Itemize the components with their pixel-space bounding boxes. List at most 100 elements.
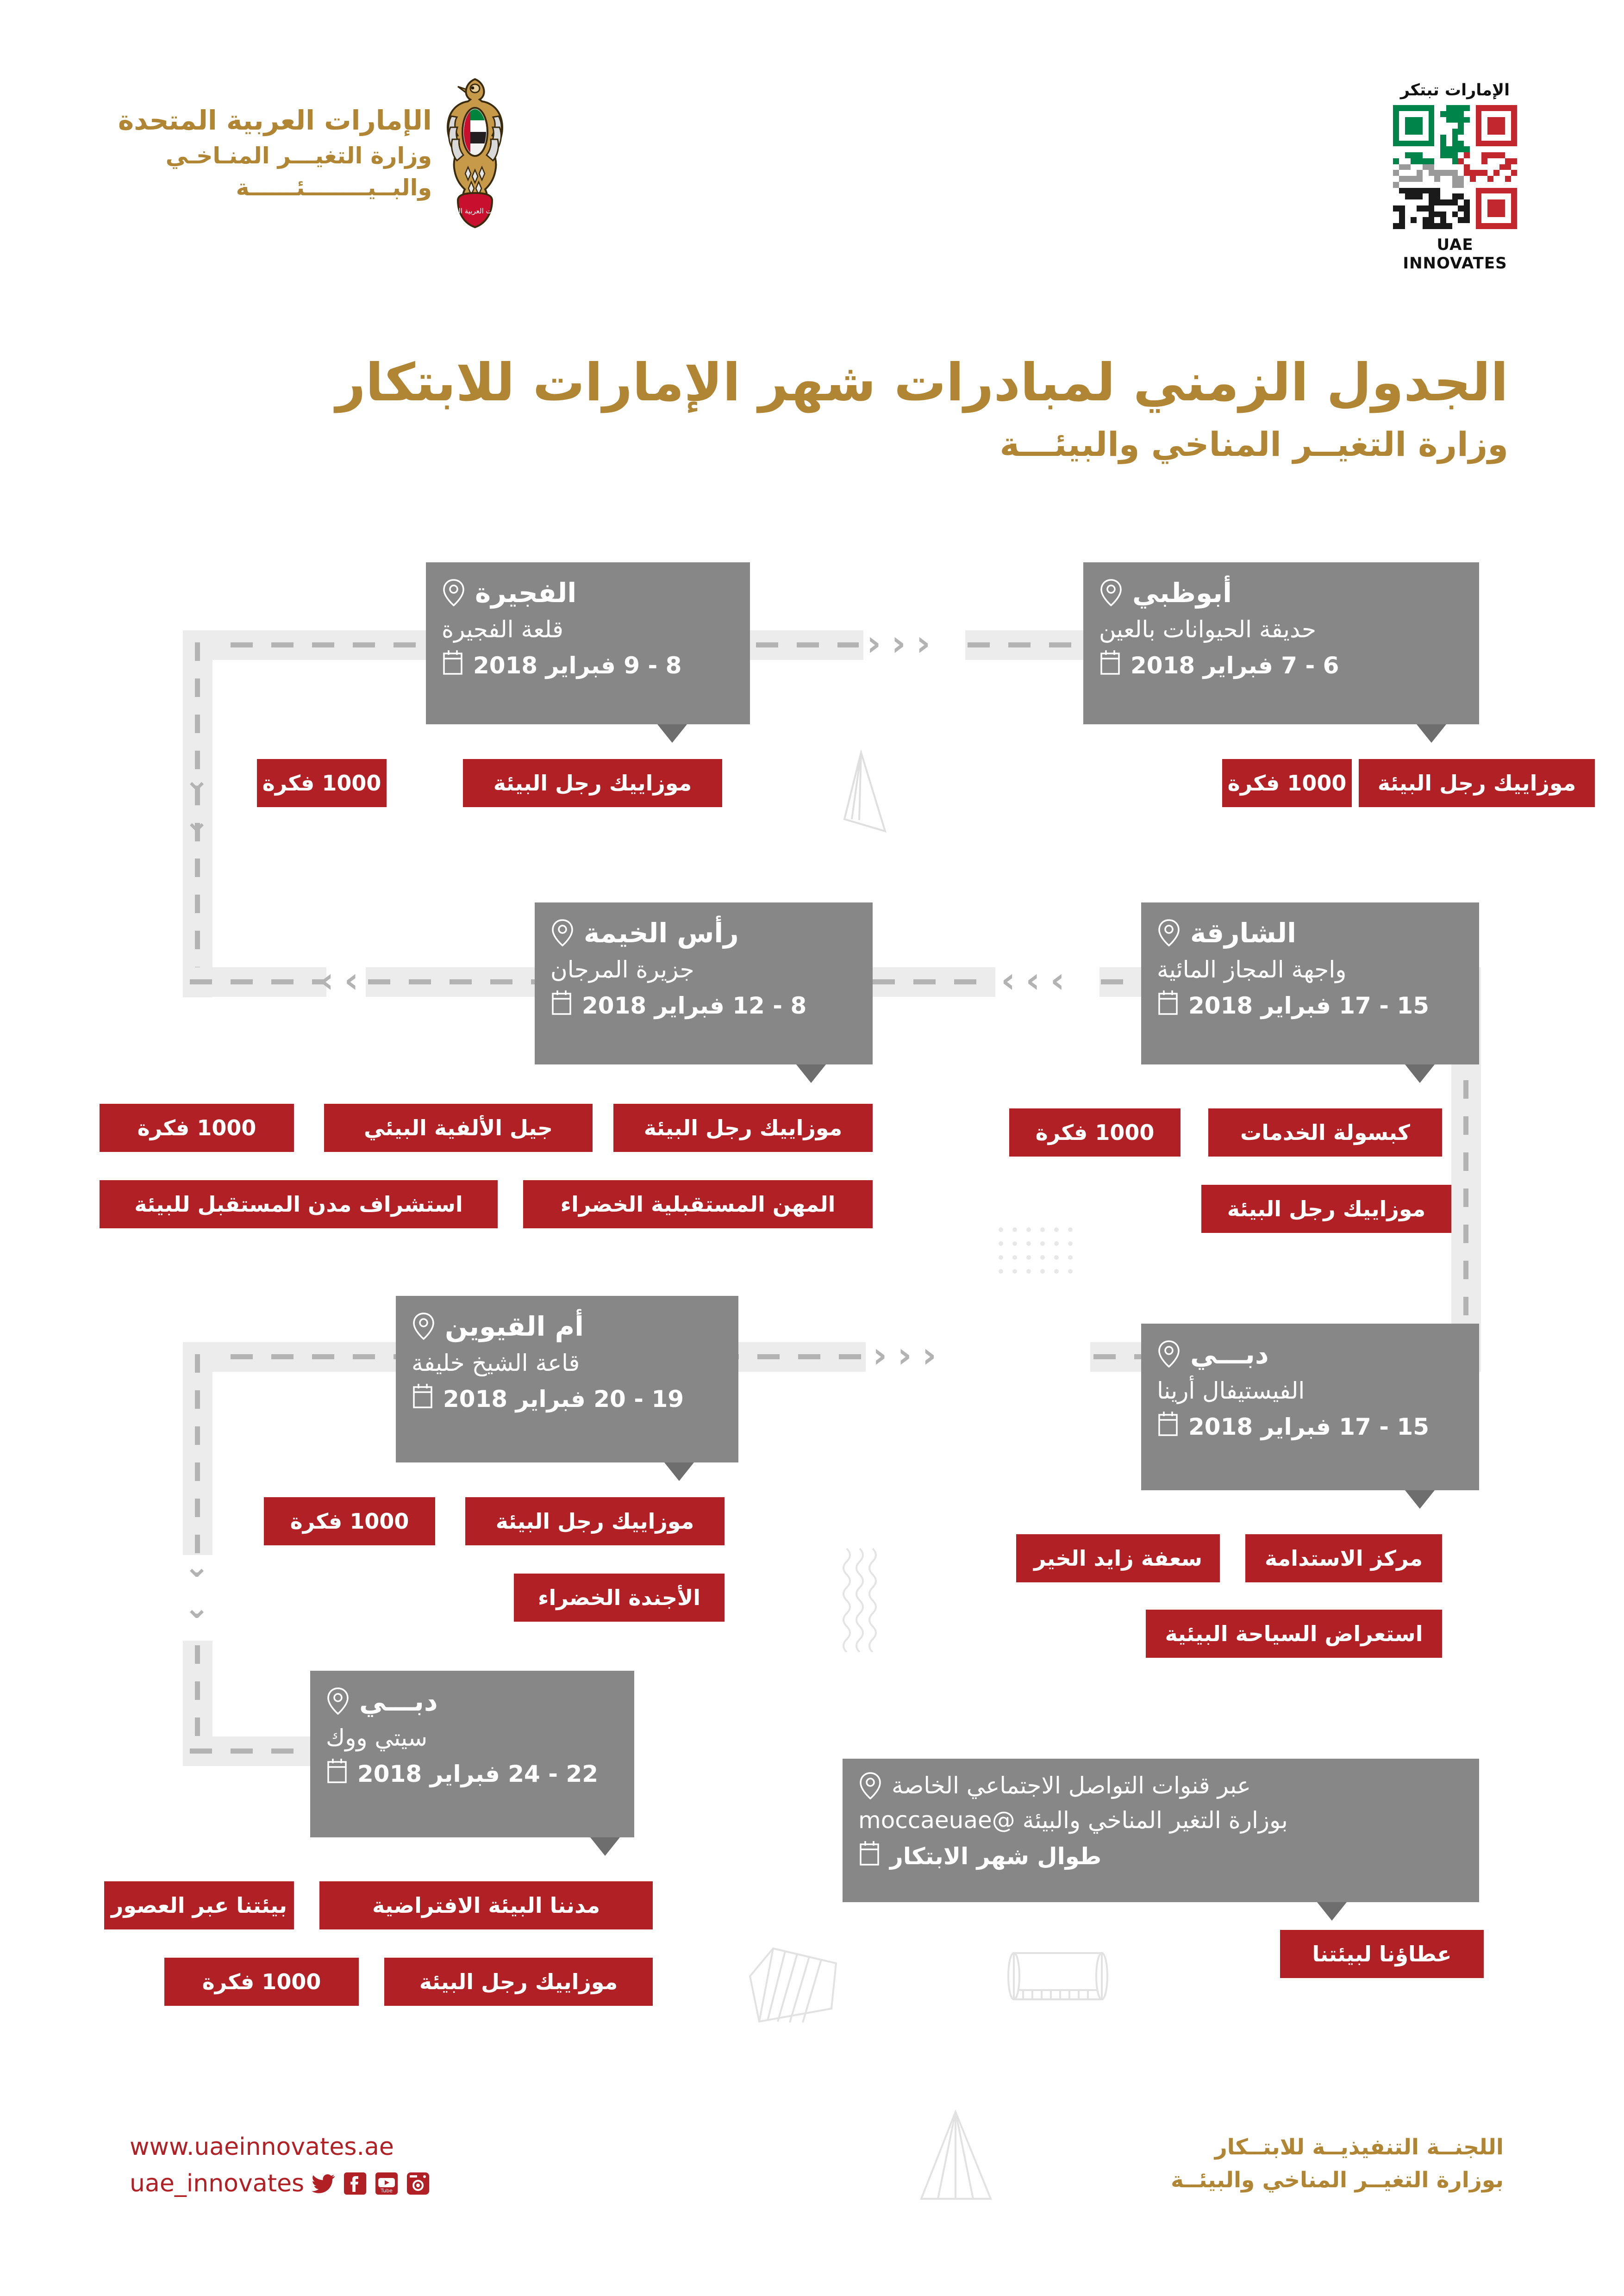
uae-falcon-emblem-icon: الإمارات العربية المتحدة [441, 76, 509, 229]
card-venue: جزيرة المرجان [550, 956, 694, 983]
connector-dash [195, 642, 200, 860]
decor-dots-grid [995, 1224, 1083, 1286]
decor-cylinder-shape [1005, 1944, 1111, 2010]
card-city: الفجيرة [475, 577, 577, 609]
card-city: أبوظبي [1132, 577, 1232, 609]
card-umm-al-quwain[interactable]: أم القيوين قاعة الشيخ خليفة 19 - 20 فبرا… [396, 1296, 738, 1462]
card-date: 8 - 12 فبراير 2018 [582, 992, 807, 1019]
card-venue: بوزارة التغير المناخي والبيئة @moccaeuae [858, 1807, 1288, 1834]
chevron-left-icon: ‹‹‹ [867, 622, 941, 664]
tag-1000-ideas[interactable]: 1000 فكرة [100, 1104, 294, 1152]
facebook-icon[interactable] [343, 2172, 367, 2196]
card-pointer [1317, 1902, 1347, 1921]
card-venue: سيتي ووك [326, 1724, 428, 1751]
instagram-icon[interactable] [406, 2172, 430, 2196]
location-pin-icon [1157, 1340, 1181, 1369]
location-pin-icon [326, 1687, 350, 1716]
connector-dash [190, 1748, 315, 1754]
calendar-icon [1099, 649, 1121, 676]
connector-dash [968, 642, 1083, 647]
connector-dash [1101, 979, 1149, 984]
tag-future-eco-cities[interactable]: استشراف مدن المستقبل للبيئة [100, 1180, 498, 1228]
tag-eco-man-mosaic[interactable]: موزاييك رجل البيئة [1201, 1185, 1451, 1233]
card-venue: الفيستيفال أرينا [1157, 1377, 1305, 1404]
tag-green-agenda[interactable]: الأجندة الخضراء [514, 1574, 725, 1622]
tag-eco-man-mosaic[interactable]: موزاييك رجل البيئة [465, 1497, 725, 1545]
footer-links-block: www.uaeinnovates.ae uae_innovates Tube [130, 2129, 430, 2197]
youtube-icon[interactable]: Tube [375, 2172, 399, 2196]
connector-dash [368, 979, 539, 984]
footer-line1: اللجنــة التنفيذيــة للابتــكار [1214, 2134, 1504, 2160]
card-ras-al-khaimah[interactable]: رأس الخيمة جزيرة المرجان 8 - 12 فبراير 2… [535, 902, 873, 1064]
twitter-icon[interactable] [312, 2172, 336, 2196]
card-date: 22 - 24 فبراير 2018 [357, 1760, 599, 1787]
chevron-right-icon: ››› [1001, 959, 1075, 1001]
tag-eco-millennials[interactable]: جيل الألفية البيئي [324, 1104, 593, 1152]
tag-green-future-jobs[interactable]: المهن المستقبلية الخضراء [523, 1180, 873, 1228]
connector-dash [190, 1354, 398, 1359]
calendar-icon [442, 649, 464, 676]
website-url-link[interactable]: www.uaeinnovates.ae [130, 2133, 394, 2161]
page-title: الجدول الزمني لمبادرات شهر الإمارات للاب… [336, 353, 1508, 413]
calendar-icon [1157, 989, 1179, 1016]
tag-1000-ideas[interactable]: 1000 فكرة [257, 759, 387, 807]
calendar-icon [550, 989, 573, 1016]
tag-1000-ideas[interactable]: 1000 فكرة [264, 1497, 435, 1545]
card-dubai-festival[interactable]: دبـــي الفيستيفال أرينا 15 - 17 فبراير 2… [1141, 1324, 1479, 1490]
card-date: طوال شهر الابتكار [890, 1843, 1102, 1870]
card-dubai-city-walk[interactable]: دبـــي سيتي ووك 22 - 24 فبراير 2018 [310, 1671, 634, 1837]
card-city: عبر قنوات التواصل الاجتماعي الخاصة [892, 1772, 1251, 1799]
tag-eco-man-mosaic[interactable]: موزاييك رجل البيئة [613, 1104, 873, 1152]
tag-zayed-khair-frond[interactable]: سعفة زايد الخير [1016, 1534, 1220, 1582]
card-pointer [1405, 1490, 1435, 1509]
decor-cone-shape [833, 749, 893, 840]
card-date: 15 - 17 فبراير 2018 [1188, 992, 1430, 1019]
decor-gem-shape [745, 1944, 847, 2029]
tag-env-through-ages[interactable]: بيئتنا عبر العصور [104, 1881, 294, 1929]
tag-sustainability-center[interactable]: مركز الاستدامة [1245, 1534, 1442, 1582]
card-pointer [590, 1837, 620, 1856]
tag-eco-man-mosaic[interactable]: موزاييك رجل البيئة [1359, 759, 1595, 807]
uae-innovates-english-label: UAE INNOVATES [1403, 236, 1507, 273]
svg-text:الإمارات العربية المتحدة: الإمارات العربية المتحدة [444, 207, 506, 215]
card-social-media[interactable]: عبر قنوات التواصل الاجتماعي الخاصة بوزار… [843, 1759, 1479, 1902]
gov-name-line1: الإمارات العربية المتحدة [118, 105, 432, 137]
ministry-logo-block: الإمارات العربية المتحدة الإمارات العربي… [118, 76, 509, 229]
tag-eco-tourism-review[interactable]: استعراض السياحة البيئية [1146, 1610, 1442, 1658]
card-city: الشارقة [1190, 917, 1296, 949]
tag-1000-ideas[interactable]: 1000 فكرة [1009, 1108, 1181, 1157]
card-sharjah[interactable]: الشارقة واجهة المجاز المائية 15 - 17 فبر… [1141, 902, 1479, 1064]
connector-dash [195, 1354, 200, 1553]
uae-innovates-arabic-label: الإمارات تبتكر [1400, 81, 1510, 100]
card-date: 6 - 7 فبراير 2018 [1131, 652, 1339, 679]
tag-virtual-eco-cities[interactable]: مدننا البيئة الافتراضية [319, 1881, 653, 1929]
card-venue: واجهة المجاز المائية [1157, 956, 1347, 983]
page-subtitle: وزارة التغيــر المناخي والبيئـــة [999, 425, 1508, 464]
calendar-icon [326, 1757, 348, 1784]
connector-dash [190, 979, 324, 984]
card-pointer [1417, 724, 1446, 743]
uae-innovates-qr-icon [1393, 105, 1517, 229]
footer-committee-block: اللجنــة التنفيذيــة للابتــكار بوزارة ا… [1171, 2131, 1504, 2196]
location-pin-icon [1099, 579, 1123, 607]
chevron-left-icon: ‹‹‹ [873, 1334, 947, 1375]
tag-our-giving-env[interactable]: عطاؤنا لبيئتنا [1280, 1930, 1484, 1978]
card-city: رأس الخيمة [584, 917, 739, 949]
tag-eco-man-mosaic[interactable]: موزاييك رجل البيئة [463, 759, 722, 807]
card-abu-dhabi[interactable]: أبوظبي حديقة الحيوانات بالعين 6 - 7 فبرا… [1083, 562, 1479, 724]
tag-1000-ideas[interactable]: 1000 فكرة [164, 1958, 359, 2006]
footer-line2: بوزارة التغيــر المناخي والبيئــة [1171, 2167, 1504, 2193]
tag-1000-ideas[interactable]: 1000 فكرة [1222, 759, 1352, 807]
card-venue: قاعة الشيخ خليفة [412, 1349, 580, 1376]
social-handle: uae_innovates [130, 2170, 305, 2197]
chevron-right-icon: ›› [319, 959, 369, 1001]
poster-title-block: الجدول الزمني لمبادرات شهر الإمارات للاب… [166, 352, 1508, 467]
card-venue: حديقة الحيوانات بالعين [1099, 616, 1317, 643]
location-pin-icon [412, 1312, 436, 1341]
card-fujairah[interactable]: الفجيرة قلعة الفجيرة 8 - 9 فبراير 2018 [426, 562, 750, 724]
decor-triangle-shape [917, 2108, 995, 2207]
card-venue: قلعة الفجيرة [442, 616, 563, 643]
tag-services-capsule[interactable]: كبسولة الخدمات [1208, 1108, 1442, 1157]
card-city: دبـــي [359, 1686, 438, 1717]
tag-eco-man-mosaic[interactable]: موزاييك رجل البيئة [384, 1958, 653, 2006]
